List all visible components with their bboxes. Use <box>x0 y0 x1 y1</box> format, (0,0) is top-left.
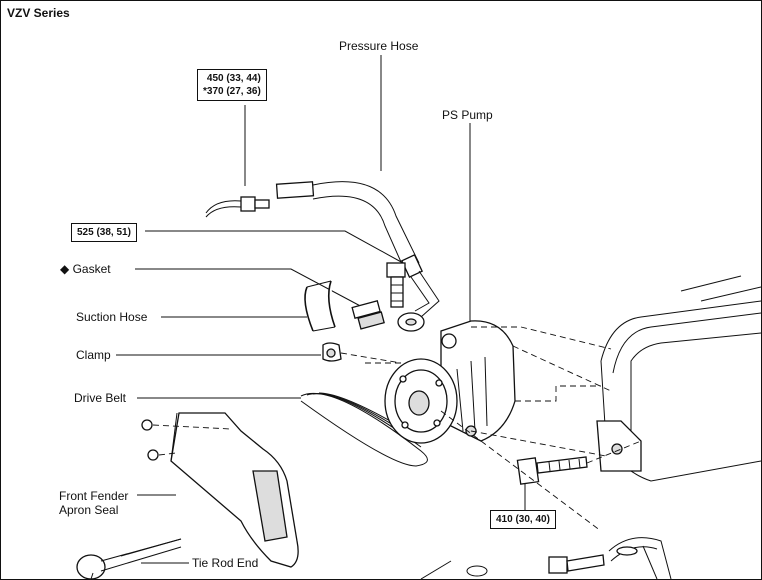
label-gasket: ◆ Gasket <box>60 262 111 276</box>
gasket-diamond-icon: ◆ <box>60 262 70 276</box>
torque-pressure-line1: 450 (33, 44) <box>206 73 261 84</box>
diagram-title: VZV Series <box>7 6 70 20</box>
gasket-part <box>351 300 385 330</box>
alignment-dashes <box>361 326 642 532</box>
label-front-fender-2: Apron Seal <box>59 503 119 517</box>
label-front-fender-1: Front Fender <box>59 489 129 503</box>
union-bolt <box>386 262 425 332</box>
torque-box-bracket-bolt: 410 (30, 40) <box>490 510 556 529</box>
label-clamp: Clamp <box>76 348 111 362</box>
label-ps-pump: PS Pump <box>442 108 493 122</box>
gasket-text: Gasket <box>72 262 111 276</box>
label-pressure-hose: Pressure Hose <box>339 39 419 53</box>
bracket-bolt <box>516 456 588 485</box>
label-drive-belt: Drive Belt <box>74 391 127 405</box>
suction-hose <box>304 280 336 332</box>
lower-bolt <box>548 554 605 574</box>
leader-lines <box>116 55 658 579</box>
engine-block-outline <box>596 275 761 482</box>
tie-rod-end <box>76 538 182 579</box>
torque-box-pressure-fitting: 450 (33, 44) *370 (27, 36) <box>197 69 267 101</box>
lower-bracket <box>608 537 672 579</box>
fender-apron-seal <box>141 412 299 568</box>
pressure-hose <box>205 181 440 318</box>
torque-pressure-line2: *370 (27, 36) <box>203 86 261 97</box>
ps-pump-body <box>384 320 516 444</box>
label-tie-rod-end: Tie Rod End <box>192 556 259 570</box>
torque-box-union-bolt: 525 (38, 51) <box>71 223 137 242</box>
label-suction-hose: Suction Hose <box>76 310 148 324</box>
misc-fasteners <box>420 560 488 579</box>
clamp-part <box>322 342 402 364</box>
